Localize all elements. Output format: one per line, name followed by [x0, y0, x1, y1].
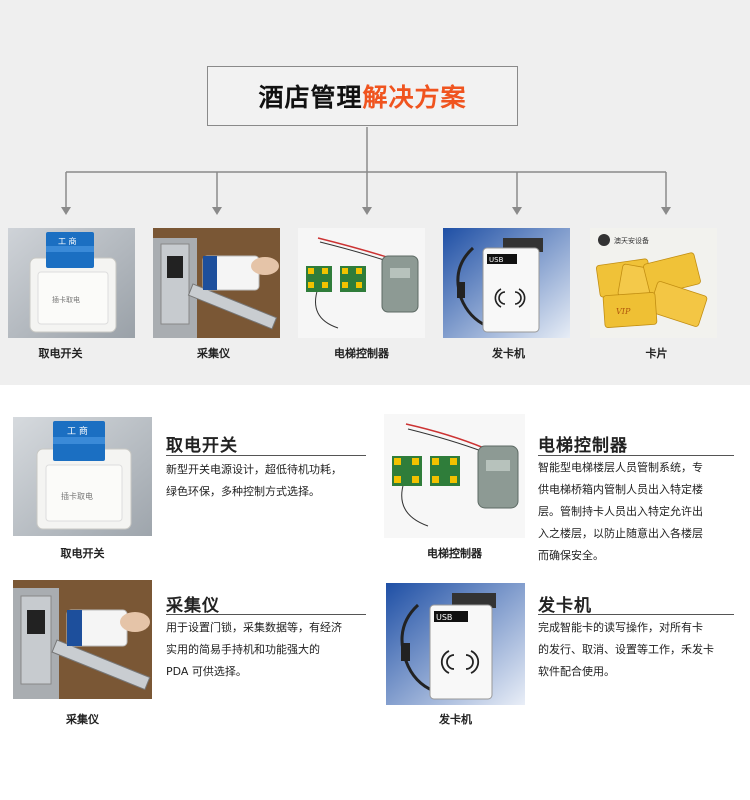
card-issuer-icon: USB: [443, 228, 570, 338]
detail-caption-card-issuer: 发卡机: [439, 713, 472, 726]
product-label-elevator-controller: 电梯控制器: [334, 347, 389, 360]
product-label-power-switch: 取电开关: [38, 347, 83, 360]
collector-photo: [13, 580, 152, 699]
detail-caption-power-switch: 取电开关: [60, 547, 105, 560]
power-switch-photo: 工 商 插卡取电: [13, 417, 152, 536]
detail-text-elevator-controller: 智能型电梯楼层人员管制系统，专 供电梯桥箱内管制人员出入特定楼 层。管制持卡人员…: [538, 461, 703, 562]
page-title: 酒店管理解决方案: [207, 66, 518, 126]
detail-title-power-switch: 取电开关: [166, 436, 238, 456]
detail-caption-elevator-controller: 电梯控制器: [427, 547, 482, 560]
svg-text:VIP: VIP: [616, 307, 631, 316]
door-lock-reader-icon: [153, 228, 280, 338]
detail-divider: [166, 455, 366, 456]
svg-text:澳天安设备: 澳天安设备: [614, 236, 649, 245]
elevator-controller-icon: [298, 228, 425, 338]
svg-text:工 商: 工 商: [58, 236, 77, 246]
product-label-collector: 采集仪: [197, 347, 230, 360]
hierarchy-connector-lines: [61, 127, 671, 215]
detail-divider: [166, 614, 366, 615]
title-dark-part: 酒店管理: [258, 83, 363, 112]
detail-title-collector: 采集仪: [166, 596, 220, 616]
product-label-card: 卡片: [645, 347, 668, 360]
detail-title-card-issuer: 发卡机: [538, 596, 592, 616]
svg-text:USB: USB: [436, 613, 452, 622]
card-issuer-photo: USB: [386, 583, 525, 705]
detail-text-collector: 用于设置门锁，采集数据等，有经济 实用的简易手持机和功能强大的 PDA 可供选择…: [166, 621, 342, 678]
detail-text-card-issuer: 完成智能卡的读写操作，对所有卡 的发行、取消、设置等工作，禾发卡 软件配合使用。: [538, 621, 714, 678]
detail-title-elevator-controller: 电梯控制器: [538, 436, 628, 456]
detail-caption-collector: 采集仪: [66, 713, 99, 726]
svg-text:USB: USB: [489, 256, 504, 264]
detail-text-power-switch: 新型开关电源设计，超低待机功耗， 绿色环保，多种控制方式选择。: [166, 463, 342, 498]
svg-text:插卡取电: 插卡取电: [52, 295, 80, 304]
title-accent-part: 解决方案: [362, 83, 467, 112]
card-icon: 澳天安设备 VIP: [590, 228, 717, 338]
elevator-controller-photo: [384, 414, 525, 538]
svg-text:工 商: 工 商: [67, 425, 88, 437]
svg-text:插卡取电: 插卡取电: [61, 491, 93, 501]
detail-divider: [538, 614, 734, 615]
power-switch-icon: 工 商 插卡取电: [8, 228, 135, 338]
product-label-card-issuer: 发卡机: [492, 347, 525, 360]
detail-divider: [538, 455, 734, 456]
